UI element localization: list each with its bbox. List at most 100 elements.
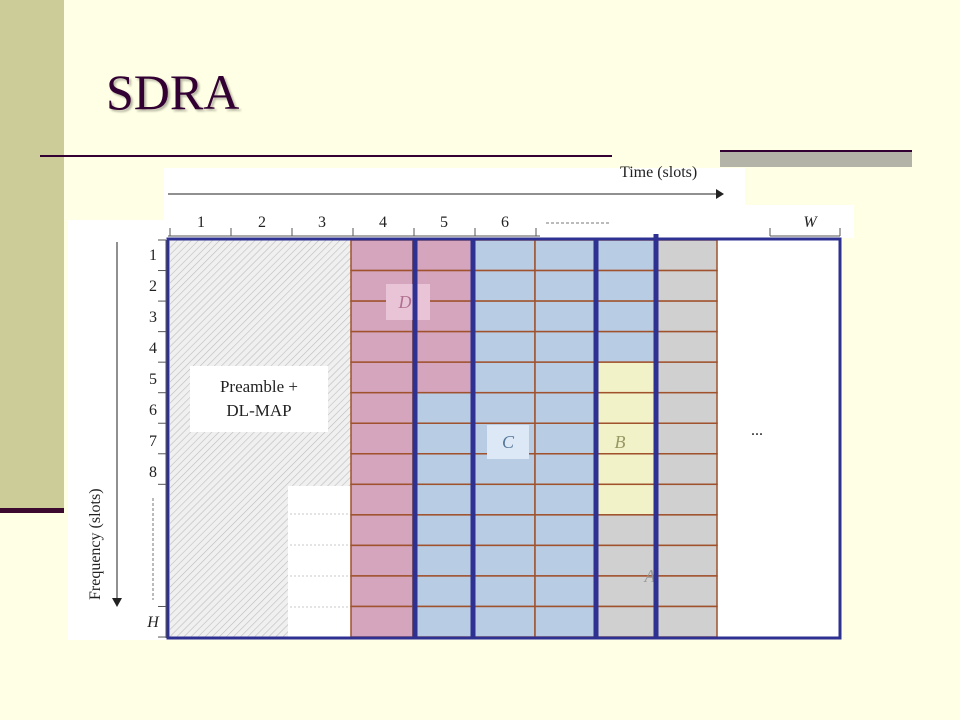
grid-cell (595, 391, 657, 424)
time-tick-2: 2 (258, 214, 266, 231)
grid-cell (472, 544, 536, 577)
grid-cell (472, 269, 536, 302)
grid-cell (655, 453, 718, 486)
frequency-axis-label: Frequency (slots) (87, 488, 104, 600)
freq-tick-2: 2 (149, 278, 157, 295)
time-axis-ticks (169, 228, 841, 236)
grid-cell (534, 361, 597, 394)
left-accent-line (0, 508, 64, 513)
grid-cell (655, 330, 718, 363)
grid-cell (412, 575, 474, 608)
grid-cell (534, 514, 597, 547)
grid-cell (655, 514, 718, 547)
grid-cell (534, 269, 597, 302)
grid-cell (412, 483, 474, 516)
region-c-label: C (502, 432, 515, 452)
freq-tick-1: 1 (149, 247, 157, 264)
grid-cell (412, 544, 474, 577)
region-c-label-box (487, 425, 529, 459)
grid-cell (595, 453, 657, 486)
region-d-label-box (386, 284, 430, 320)
slide-title: SDRA (106, 64, 240, 120)
grid-cell (595, 361, 657, 394)
grid-cell (350, 453, 414, 486)
grid-cell (350, 483, 414, 516)
grid-cell (595, 239, 657, 272)
grid-cell (534, 575, 597, 608)
grid-cell (655, 361, 718, 394)
grid-cell (472, 391, 536, 424)
grid-cell (472, 361, 536, 394)
frequency-axis-ticks (158, 239, 166, 638)
freq-tick-3: 3 (149, 309, 157, 326)
grid-cell (595, 269, 657, 302)
grid-cell (595, 300, 657, 333)
preamble-label-box (190, 366, 328, 432)
grid-cell (595, 514, 657, 547)
grid-cell (472, 514, 536, 547)
time-tick-3: 3 (318, 214, 326, 231)
figure-left-background (68, 220, 168, 640)
grid-cell (595, 330, 657, 363)
grid-cell (412, 361, 474, 394)
preamble-white-block (288, 486, 351, 637)
ellipsis-label: ... (751, 422, 763, 439)
frequency-axis-arrowhead (112, 598, 122, 607)
region-a-label: A (644, 566, 657, 586)
grid-cell (472, 575, 536, 608)
grid-cell (350, 391, 414, 424)
grid-cell (472, 239, 536, 272)
time-tick-6: 6 (501, 214, 509, 231)
time-tick-5: 5 (440, 214, 448, 231)
region-d-label: D (398, 292, 412, 312)
grid-cell (655, 575, 718, 608)
grid-cell (655, 391, 718, 424)
region-b-label: B (615, 432, 626, 452)
grid-cell (350, 544, 414, 577)
grid-cell (412, 391, 474, 424)
grid-cell (412, 422, 474, 455)
time-tick-4: 4 (379, 214, 387, 231)
grid-cell (350, 422, 414, 455)
grid-cell (472, 605, 536, 638)
grid-cell (534, 239, 597, 272)
grid-cell (655, 239, 718, 272)
grid-cell (655, 544, 718, 577)
grid-cell (472, 330, 536, 363)
freq-tick-4: 4 (149, 340, 157, 357)
grid-cell (595, 605, 657, 638)
grid-cell (412, 453, 474, 486)
left-accent-bar (0, 0, 64, 512)
grid-cell (595, 422, 657, 455)
grid-cell (350, 361, 414, 394)
freq-tick-h: H (146, 614, 160, 631)
grid-cell (350, 514, 414, 547)
grid-cell (412, 330, 474, 363)
grid-cell (412, 239, 474, 272)
grid-cell (350, 605, 414, 638)
grid-cell (534, 330, 597, 363)
time-axis-arrowhead (716, 189, 724, 199)
grid-cell (655, 605, 718, 638)
freq-tick-7: 7 (149, 433, 157, 450)
time-tick-w: W (803, 214, 818, 231)
preamble-white-block-dots (290, 513, 349, 608)
title-rule (40, 155, 612, 157)
grid-cell (534, 605, 597, 638)
grid-cell (534, 422, 597, 455)
grid-cell (595, 483, 657, 516)
grid-cell (534, 453, 597, 486)
time-axis-label: Time (slots) (620, 164, 697, 181)
freq-tick-5: 5 (149, 371, 157, 388)
grid-cell (534, 300, 597, 333)
figure-topright-background (612, 205, 854, 238)
time-tick-1: 1 (197, 214, 205, 231)
grid-cell (534, 391, 597, 424)
grid-cell (350, 575, 414, 608)
grid-cell (655, 483, 718, 516)
preamble-label-line1: Preamble + (220, 377, 298, 396)
grid-cell (472, 483, 536, 516)
grid-cell (655, 422, 718, 455)
freq-tick-6: 6 (149, 402, 157, 419)
